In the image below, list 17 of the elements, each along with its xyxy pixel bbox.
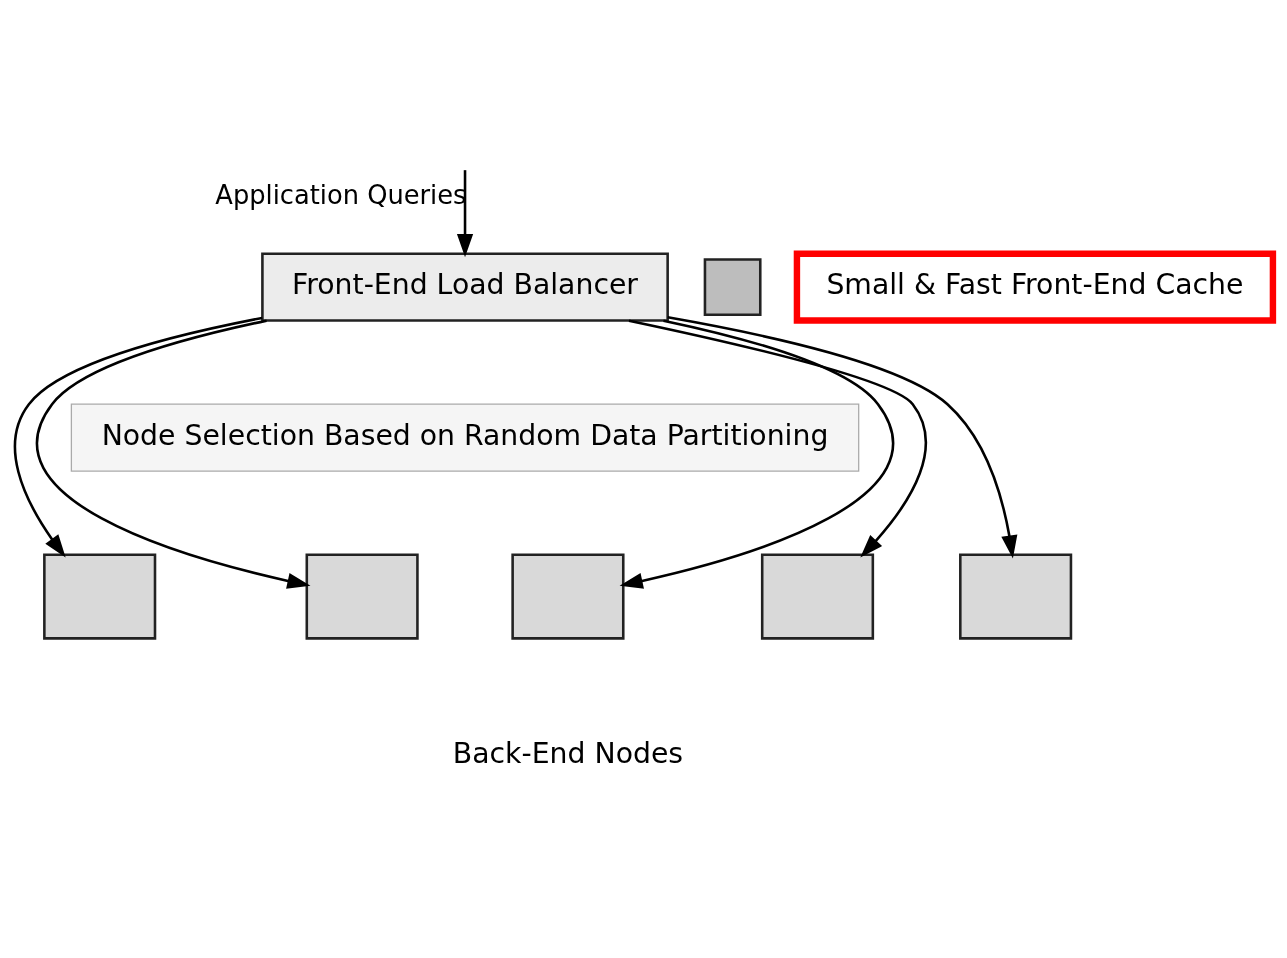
node-box [511,553,625,640]
arrow [13,316,263,558]
node-box: Small & Fast Front-End Cache [793,250,1277,324]
arrow [36,319,311,589]
node-box [959,553,1073,640]
arrow [619,319,895,589]
arrow [628,319,927,558]
edge-label: Application Queries [215,180,467,211]
node-box [305,553,419,640]
node-box [703,258,762,317]
node-box [760,553,875,640]
arrow [456,170,474,258]
node-box: Front-End Load Balancer [261,252,669,322]
label: Back-End Nodes [452,736,684,770]
node-box: Node Selection Based on Random Data Partitioning [70,403,860,472]
node-box [43,553,157,640]
arrow [667,316,1018,559]
